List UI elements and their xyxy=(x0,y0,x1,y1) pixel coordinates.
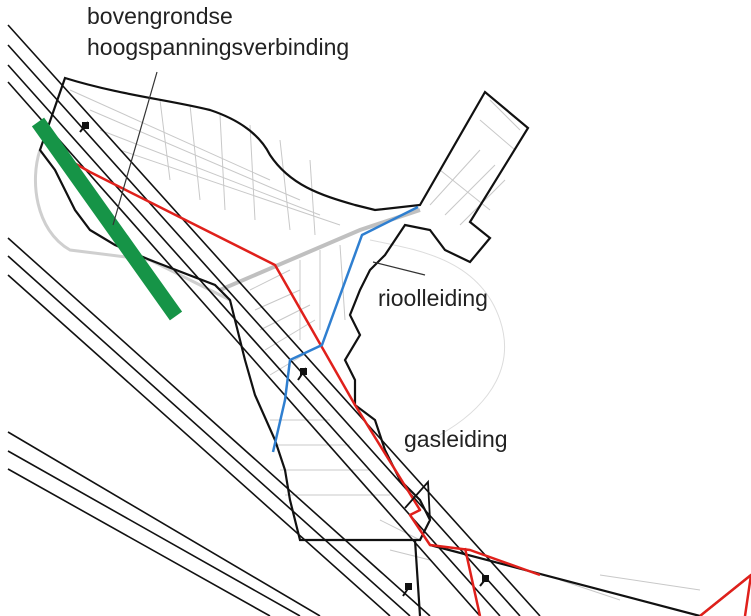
overhead-line-label-2: hoogspanningsverbinding xyxy=(87,34,349,60)
overhead-hv-line xyxy=(31,117,183,321)
parcel-lines xyxy=(34,89,701,601)
pylon-marks xyxy=(79,121,489,597)
leader-lines xyxy=(112,71,431,521)
gas-label: gasleiding xyxy=(404,426,508,452)
gas-pipeline xyxy=(59,153,751,616)
overhead-line-label-1: bovengrondse xyxy=(87,3,233,29)
sewer-label: rioolleiding xyxy=(378,285,488,311)
corridor-lines xyxy=(7,24,541,616)
sewer-pipeline xyxy=(271,205,419,453)
plan-boundary xyxy=(38,76,530,542)
